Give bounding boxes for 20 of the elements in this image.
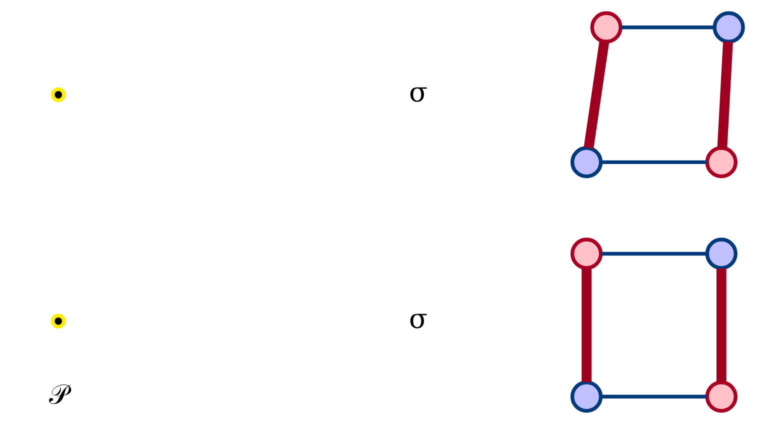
node-circle <box>570 380 603 413</box>
connector <box>584 41 610 149</box>
connector <box>716 268 726 382</box>
connector <box>601 252 707 256</box>
node-circle <box>50 87 66 102</box>
node-circle <box>705 238 738 270</box>
label: σ <box>409 78 428 109</box>
node-circle <box>570 146 603 178</box>
label: σ <box>409 304 428 336</box>
node-circle <box>712 11 745 44</box>
node-circle <box>570 238 603 270</box>
node-circle <box>50 314 66 329</box>
node-circle <box>705 146 738 178</box>
connector <box>601 160 707 164</box>
connector <box>582 268 592 382</box>
connector <box>601 394 707 398</box>
node-circle <box>590 11 622 44</box>
connector <box>717 42 733 148</box>
connector <box>620 26 714 30</box>
node-circle <box>705 380 738 413</box>
